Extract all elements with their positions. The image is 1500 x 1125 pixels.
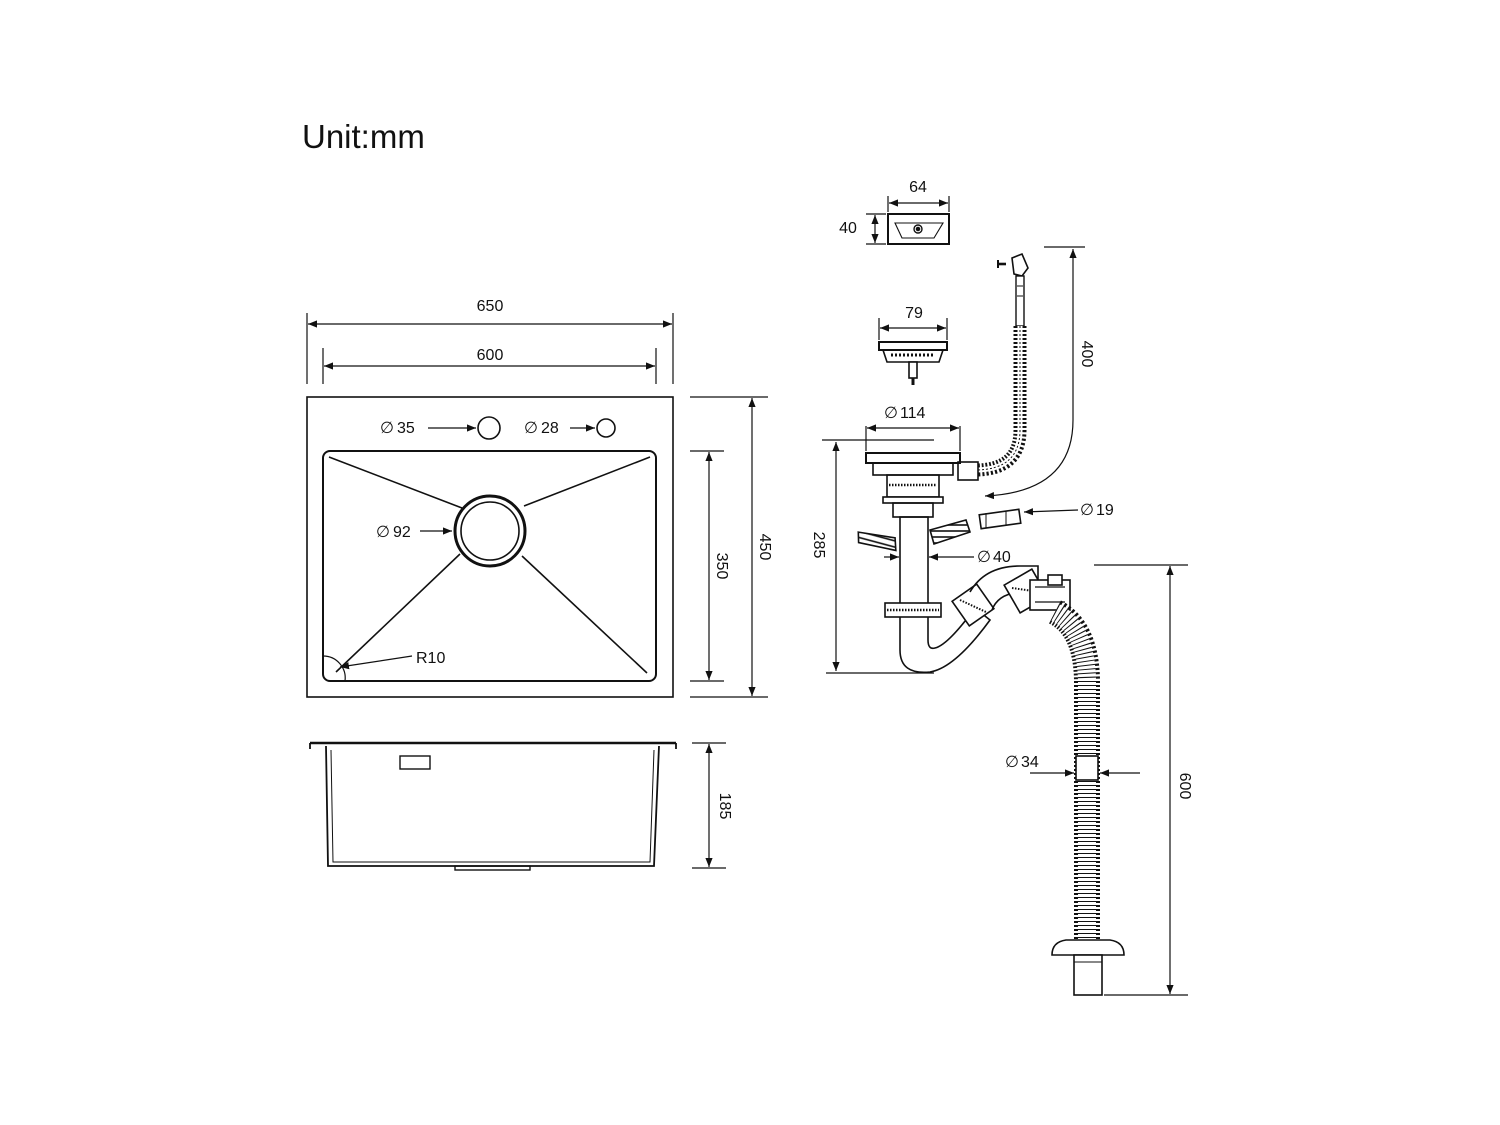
label-flange-diameter: ∅114 [884,405,926,422]
sink-top-view [306,396,674,698]
diameter-symbol: ∅ [884,405,898,422]
outlet-hose [1048,600,1125,996]
label-overflow-hose-length: 400 [1078,341,1095,368]
label-inlet-diameter: ∅19 [1080,502,1114,519]
diameter-symbol: ∅ [380,420,394,437]
outlet-hose-dimensions [1030,564,1188,996]
label-corner-radius: R10 [416,650,445,667]
p-trap-bend [899,606,992,674]
bowl-slope-line [521,555,648,674]
diameter-symbol: ∅ [977,549,991,566]
overflow-hose-body [974,326,1027,477]
side-bowl-outline [325,745,660,867]
label-overall-depth: 450 [756,534,773,561]
side-view-dimensions [692,742,726,869]
leader-corner-radius [339,655,413,670]
label-bowl-depth: 350 [713,553,730,580]
drain-assembly [857,452,1071,674]
overflow-cover-dimensions [866,196,950,245]
overflow-cover [887,213,950,245]
drain-outlet-stub [454,865,531,871]
drain-hole-inner [460,501,520,561]
label-drain-hole: ∅92 [376,524,411,541]
drain-pipe [899,516,929,606]
sink-bowl [322,450,657,682]
label-basket-strainer-diameter: 79 [905,305,923,322]
sink-side-view [309,741,677,871]
label-trap-height: 285 [810,532,827,559]
basket-strainer-dimensions [878,318,948,340]
corner-radius-arc [322,655,346,682]
bowl-slope-line [328,456,463,509]
label-bowl-height: 185 [716,793,733,820]
diameter-symbol: ∅ [1005,754,1019,771]
drain-dimensions [822,424,1079,674]
label-tap-hole: ∅35 [380,420,415,437]
top-view-labels: 650 600 450 350 ∅35 ∅28 ∅92 R10 [376,298,773,667]
diameter-symbol: ∅ [376,524,390,541]
label-soap-hole: ∅28 [524,420,559,437]
label-outlet-hose-length: 600 [1176,773,1193,800]
bowl-slope-line [523,456,651,507]
diameter-symbol: ∅ [1080,502,1094,519]
label-bowl-width: 600 [477,347,504,364]
drain-flange [865,452,961,464]
overflow-slot [399,755,431,770]
label-overflow-cover-width: 64 [909,179,927,196]
diameter-symbol: ∅ [524,420,538,437]
bowl-slope-line [335,553,461,673]
label-pipe-diameter: ∅40 [977,549,1011,566]
label-outlet-hose-diameter: ∅34 [1005,754,1039,771]
outlet-floor-flange [1051,939,1125,956]
basket-strainer [878,341,948,385]
overflow-hose [957,252,1029,481]
tap-hole [477,416,501,440]
soap-hole [596,418,616,438]
label-overall-width: 650 [477,298,504,315]
label-overflow-cover-height: 40 [839,220,857,237]
unit-title: Unit:mm [302,118,425,155]
top-view-dimensions [306,313,768,698]
overflow-hose-dimension [984,246,1085,500]
sink-outer-rim [306,396,674,698]
drain-hole [453,494,527,568]
